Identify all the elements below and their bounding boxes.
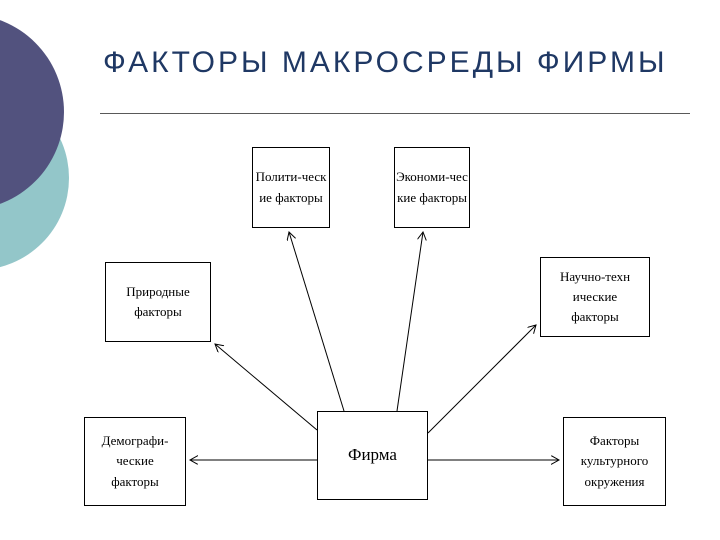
box-demographic-factors: Демографи- ческие факторы [84, 417, 186, 506]
box-natural-factors: Природные факторы [105, 262, 211, 342]
box-scientific-line-1: Научно-техн [559, 268, 631, 284]
box-economic-line-1: Экономи-чес [396, 169, 468, 185]
arrow-firma-to-natural [215, 344, 318, 431]
box-demographic-line-3: факторы [111, 473, 159, 489]
box-natural-line-1: Природные [126, 283, 190, 299]
box-natural-line-2: факторы [134, 304, 182, 319]
box-political-line-1: Полити-ческ [255, 169, 327, 185]
box-demographic-line-2: ческие [116, 453, 154, 469]
box-economic-factors: Экономи-чес кие факторы [394, 147, 470, 228]
box-scientific-line-2: ические [572, 288, 618, 304]
arrow-firma-to-economic [396, 232, 423, 412]
box-scientific-line-3: факторы [571, 309, 619, 325]
arrow-firma-to-scientific [427, 325, 536, 434]
box-political-factors: Полити-ческ ие факторы [252, 147, 330, 228]
arrow-firma-to-political [289, 232, 345, 412]
box-scientific-technical-factors: Научно-техн ические факторы [540, 257, 650, 337]
box-cultural-line-2: культурного [580, 453, 649, 469]
title-underline [100, 113, 690, 114]
box-cultural-line-1: Факторы [589, 433, 640, 449]
box-political-line-2: ие факторы [259, 189, 323, 205]
box-firma-center: Фирма [317, 411, 428, 500]
box-firma-label: Фирма [348, 445, 397, 465]
box-economic-line-2: кие факторы [397, 189, 467, 205]
box-demographic-line-1: Демографи- [101, 433, 169, 449]
box-cultural-line-3: окружения [584, 473, 645, 489]
box-cultural-environment-factors: Факторы культурного окружения [563, 417, 666, 506]
page-title: ФАКТОРЫ МАКРОСРЕДЫ ФИРМЫ [103, 46, 668, 79]
